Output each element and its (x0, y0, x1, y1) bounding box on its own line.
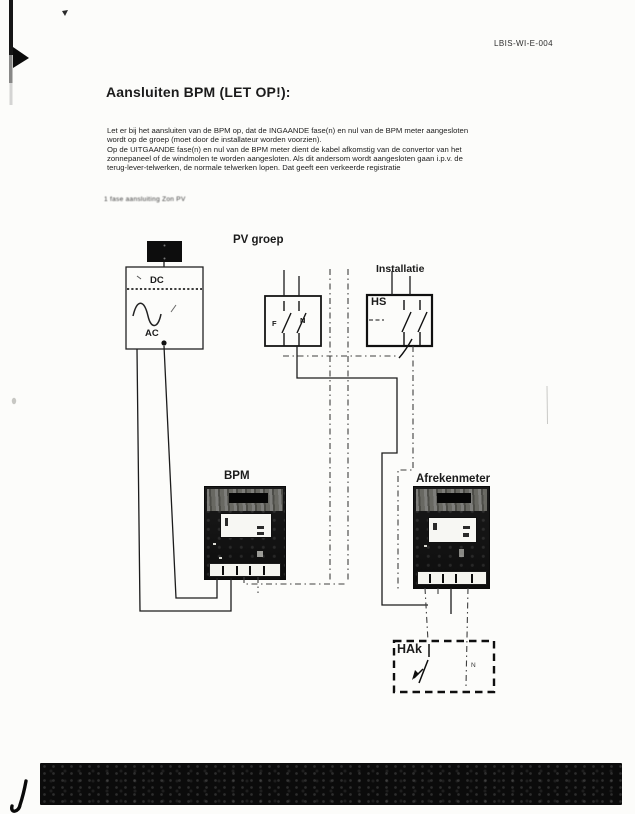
inverter-box (125, 266, 204, 350)
nul-label: N (300, 316, 306, 325)
scan-speck (459, 549, 464, 557)
terminal-tick (429, 574, 431, 583)
display-mark (463, 526, 470, 529)
meter-label-plate (437, 493, 471, 503)
afrekenmeter-label: Afrekenmeter (416, 473, 491, 485)
paragraph-line: terug-lever-telwerken, de normale telwer… (107, 163, 401, 173)
terminal-strip (209, 563, 281, 577)
scan-artifacts (9, 0, 548, 813)
scan-speck (257, 551, 263, 557)
paper-crease (546, 385, 548, 425)
terminal-strip (417, 571, 487, 585)
paragraph-line: Op de UITGAANDE fase(n) en nul van de BP… (107, 144, 462, 154)
pv-groep-label: PV groep (233, 234, 284, 246)
scan-black-bar (40, 763, 622, 805)
wire-hs-to-meter (397, 346, 414, 592)
corner-fold-mark (13, 47, 29, 68)
body-paragraph: Let er bij het aansluiten van de BPM op,… (107, 126, 539, 172)
scan-speck (424, 545, 427, 547)
paragraph-line: wordt op de groep (moet door de installa… (107, 135, 322, 145)
left-smudge (11, 397, 17, 405)
dc-label: DC (150, 275, 164, 286)
hs-label: HS (371, 296, 387, 308)
terminal-tick (263, 566, 265, 575)
afrekenmeter-image (413, 486, 490, 589)
terminal-tick (471, 574, 473, 583)
sine-wave-icon (132, 302, 162, 327)
meter-display (428, 517, 477, 543)
terminal-tick (442, 574, 444, 583)
hak-nul-label: N (471, 662, 476, 669)
terminal-tick (236, 566, 238, 575)
paragraph-line: Let er bij het aansluiten van de BPM op,… (107, 126, 469, 135)
terminal-tick (249, 566, 251, 575)
hak-label: HAk (397, 642, 423, 656)
ac-label: AC (145, 328, 159, 339)
figure-caption: 1 fase aansluiting Zon PV (104, 196, 186, 203)
bpm-label: BPM (224, 470, 250, 482)
meter-display (220, 513, 272, 538)
display-mark (257, 526, 264, 529)
bpm-meter-image (204, 486, 286, 580)
fase-label: F (272, 319, 277, 328)
terminal-tick (222, 566, 224, 575)
scan-speck (213, 543, 216, 545)
document-code: LBIS-WI-E-004 (494, 39, 553, 48)
wiring-solid (136, 270, 452, 614)
display-mark (433, 523, 437, 530)
solar-panel-symbol (147, 241, 182, 267)
display-mark (463, 533, 469, 537)
terminal-tick (455, 574, 457, 583)
wire-afrek-to-hak-f (424, 587, 429, 642)
scan-speck (219, 557, 222, 559)
pen-hook-mark (10, 779, 28, 813)
installatie-label: Installatie (376, 263, 425, 275)
top-speck-mark (62, 10, 68, 16)
display-mark (257, 532, 264, 535)
wire-pv-to-hak (296, 346, 428, 606)
paragraph-line: zonnepaneel of de windmolen te worden aa… (107, 153, 463, 163)
wire-curve (398, 338, 413, 359)
page-title: Aansluiten BPM (LET OP!): (106, 84, 291, 100)
meter-label-plate (229, 493, 268, 503)
display-mark (225, 518, 228, 526)
wire-afrek-to-hak-n (465, 587, 469, 687)
